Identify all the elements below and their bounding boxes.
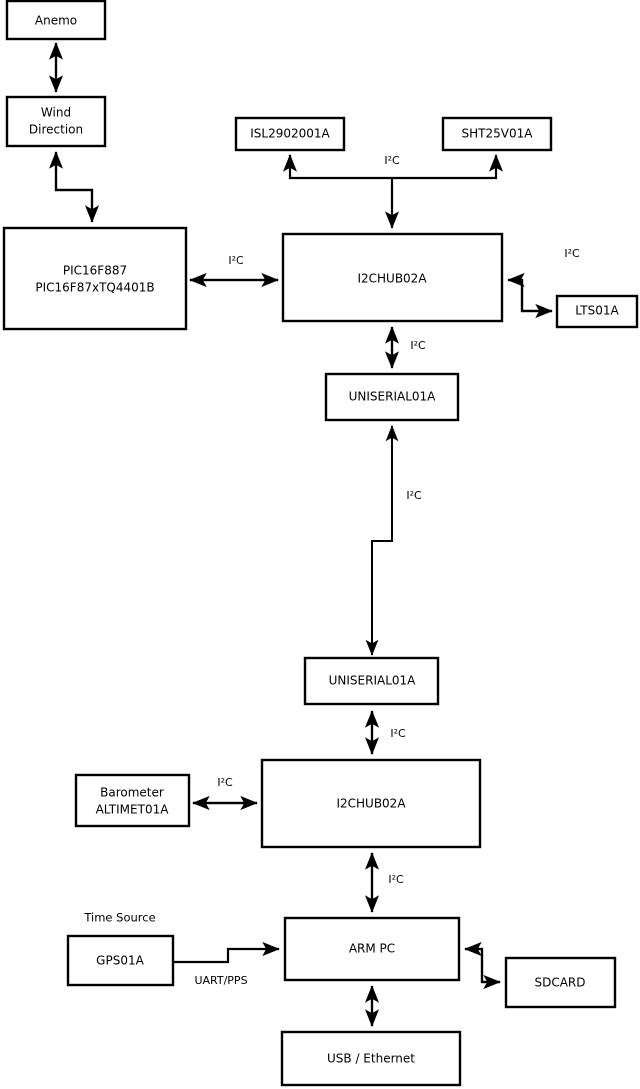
edge-label-hub-armpc: I²C (388, 873, 404, 886)
edge-gps-armpc (172, 941, 280, 964)
edge-armpc-sdcard (464, 941, 501, 990)
label-time-source: Time Source (83, 911, 155, 925)
node-wind-direction-label-line2: Direction (29, 123, 83, 137)
node-isl2902001a-label: ISL2902001A (250, 127, 330, 141)
node-anemo-label: Anemo (35, 14, 77, 28)
node-isl2902001a[interactable]: ISL2902001A (234, 116, 346, 152)
node-sdcard-label: SDCARD (534, 976, 585, 990)
edge-wind-pic (48, 151, 100, 223)
node-sdcard[interactable]: SDCARD (504, 956, 617, 1009)
edge-label-pic-hub: I²C (228, 254, 244, 267)
node-sht25v01a[interactable]: SHT25V01A (441, 116, 553, 152)
edge-label-hub-lts: I²C (564, 247, 580, 260)
edge-uniserial-link (365, 425, 399, 656)
node-anemo[interactable]: Anemo (5, 0, 107, 41)
edge-hub-lts (507, 272, 553, 319)
node-gps01a-label: GPS01A (96, 954, 144, 968)
node-pic[interactable]: PIC16F887 PIC16F87xTQ4401B (2, 226, 188, 331)
node-uniserial01a-top-label: UNISERIAL01A (349, 390, 437, 404)
node-barometer[interactable]: Barometer ALTIMET01A (74, 773, 191, 828)
node-pic-label-line2: PIC16F87xTQ4401B (35, 281, 154, 295)
node-arm-pc-label: ARM PC (349, 942, 395, 956)
edge-label-uniserial-link: I²C (406, 489, 422, 502)
node-uniserial01a-bottom[interactable]: UNISERIAL01A (303, 656, 440, 706)
node-usb-ethernet-label: USB / Ethernet (327, 1052, 415, 1066)
edge-label-hub-uniserial: I²C (410, 339, 426, 352)
node-wind-direction-label-line1: Wind (41, 106, 71, 120)
edge-label-sensor-bus: I²C (384, 154, 400, 167)
node-uniserial01a-bottom-label: UNISERIAL01A (329, 674, 417, 688)
edge-sensor-bus (282, 154, 504, 229)
node-arm-pc[interactable]: ARM PC (283, 916, 461, 982)
node-pic-label-line1: PIC16F887 (63, 264, 127, 278)
node-barometer-label-line1: Barometer (100, 786, 164, 800)
node-uniserial01a-top[interactable]: UNISERIAL01A (324, 372, 460, 422)
node-wind-direction[interactable]: Wind Direction (5, 95, 107, 148)
node-lts01a-label: LTS01A (575, 304, 619, 318)
node-i2chub02a-bottom[interactable]: I2CHUB02A (260, 758, 482, 849)
edge-label-uniserial-hub: I²C (390, 727, 406, 740)
node-i2chub02a-bottom-label: I2CHUB02A (336, 797, 406, 811)
node-gps01a[interactable]: GPS01A (66, 934, 175, 987)
node-i2chub02a-top[interactable]: I2CHUB02A (281, 232, 504, 323)
edge-label-barometer-hub: I²C (217, 776, 233, 789)
node-usb-ethernet[interactable]: USB / Ethernet (280, 1030, 462, 1087)
edge-label-gps-armpc: UART/PPS (194, 974, 247, 987)
node-sht25v01a-label: SHT25V01A (462, 127, 534, 141)
node-i2chub02a-top-label: I2CHUB02A (357, 272, 427, 286)
node-barometer-label-line2: ALTIMET01A (96, 803, 170, 817)
node-lts01a[interactable]: LTS01A (555, 294, 639, 329)
